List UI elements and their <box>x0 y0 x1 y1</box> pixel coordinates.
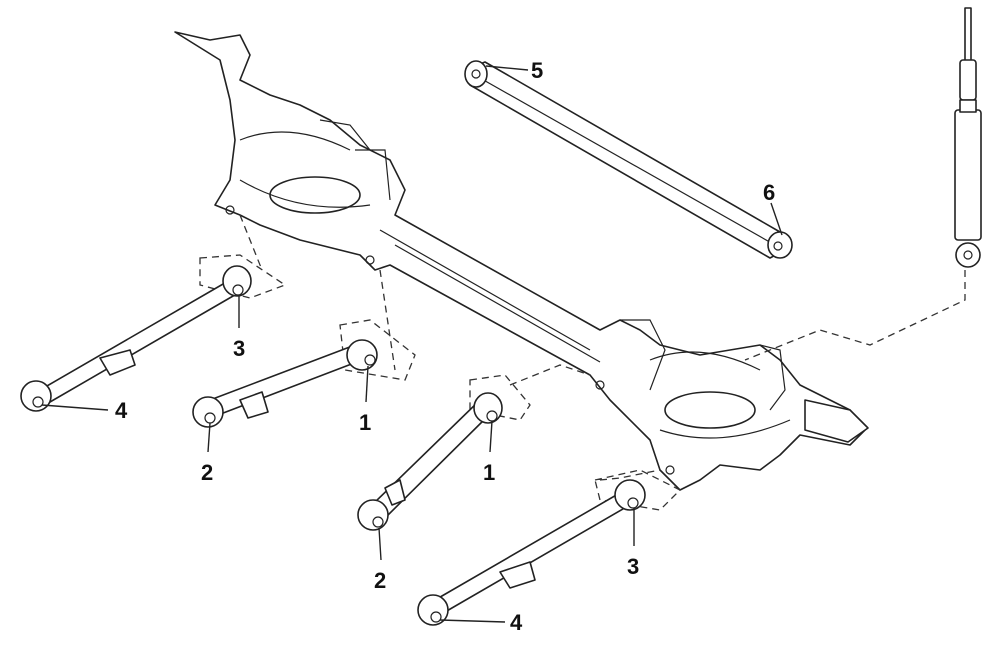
callout-labels: 5 6 3 4 1 2 1 2 3 4 <box>115 58 775 635</box>
lower-arm-right <box>357 392 503 531</box>
callout-2-right: 2 <box>374 568 386 593</box>
lower-arm-left <box>192 339 378 428</box>
shock-absorber <box>954 7 982 268</box>
callout-4-right: 4 <box>510 610 523 635</box>
callout-5: 5 <box>531 58 543 83</box>
callout-1-left: 1 <box>359 410 371 435</box>
callout-1-right: 1 <box>483 460 495 485</box>
callout-leaders <box>41 65 783 623</box>
callout-3-right: 3 <box>627 554 639 579</box>
upper-arm-right <box>417 479 646 626</box>
callout-2-left: 2 <box>201 460 213 485</box>
mounting-guides <box>199 214 966 511</box>
lateral-link <box>464 60 793 259</box>
upper-arm-left <box>20 265 252 412</box>
rear-subframe <box>174 31 869 491</box>
callout-6: 6 <box>763 180 775 205</box>
callout-3-left: 3 <box>233 336 245 361</box>
callout-4-left: 4 <box>115 398 128 423</box>
